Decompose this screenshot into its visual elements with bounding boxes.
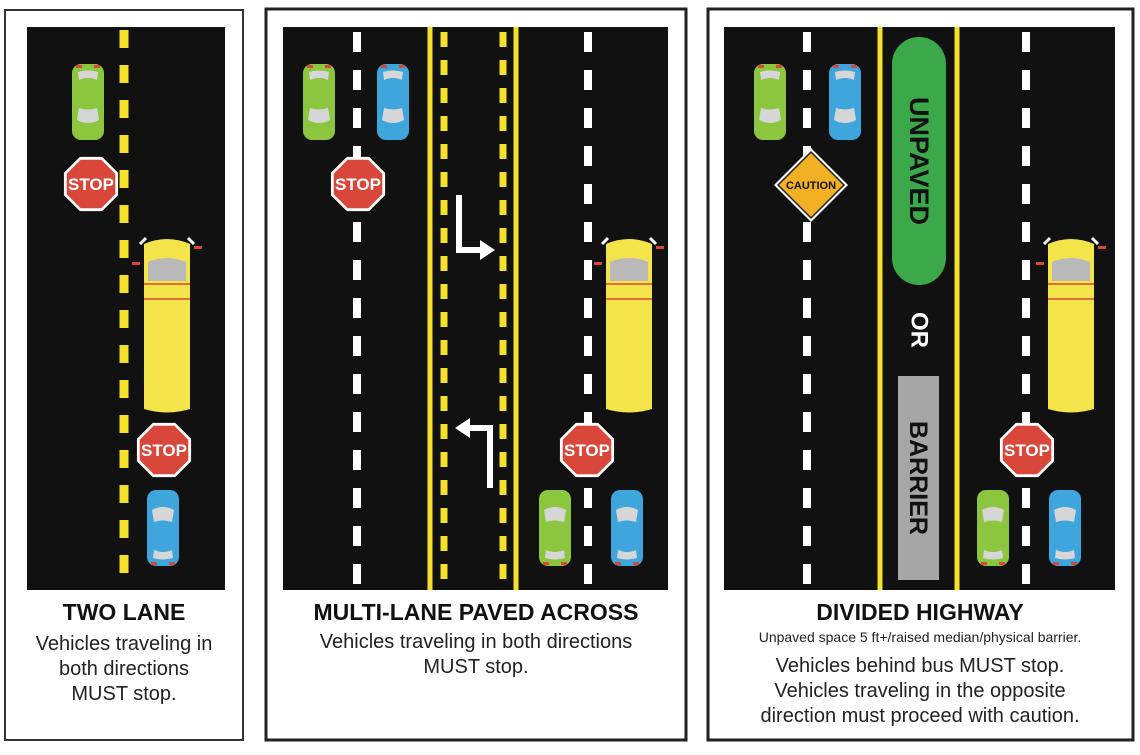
description-line: Vehicles traveling in both directions xyxy=(320,631,632,653)
panel-title: MULTI-LANE PAVED ACROSS xyxy=(314,599,639,625)
panel-title: TWO LANE xyxy=(63,599,186,625)
description-line: MUST stop. xyxy=(71,683,176,705)
caution-sign: CAUTION xyxy=(774,148,848,222)
svg-text:STOP: STOP xyxy=(335,175,381,194)
svg-text:BARRIER: BARRIER xyxy=(904,421,932,535)
green-car xyxy=(539,490,571,566)
svg-text:CAUTION: CAUTION xyxy=(786,180,836,192)
green-car xyxy=(72,64,104,140)
blue-car xyxy=(829,64,861,140)
svg-text:UNPAVED: UNPAVED xyxy=(904,97,934,225)
description-line: Vehicles traveling in the opposite xyxy=(774,680,1065,702)
panel-subtitle: Unpaved space 5 ft+/raised median/physic… xyxy=(759,629,1082,645)
description-line: MUST stop. xyxy=(423,656,528,678)
panel-multi-lane: STOP STOP MULTI-LANE PAVED ACROSS Vehicl… xyxy=(264,7,688,742)
svg-text:STOP: STOP xyxy=(68,175,114,194)
blue-car xyxy=(1049,490,1081,566)
stop-sign: STOP xyxy=(559,422,615,478)
left-turn-lane-arrow xyxy=(455,418,493,488)
unpaved-median: UNPAVED xyxy=(892,37,946,285)
green-car xyxy=(977,490,1009,566)
svg-text:STOP: STOP xyxy=(141,441,187,460)
left-turn-lane-arrow xyxy=(456,195,495,260)
svg-text:STOP: STOP xyxy=(564,441,610,460)
blue-car xyxy=(611,490,643,566)
physical-barrier: BARRIER xyxy=(898,376,939,580)
description-line: both directions xyxy=(59,658,189,680)
description-line: direction must proceed with caution. xyxy=(760,705,1079,727)
green-car xyxy=(303,64,335,140)
panel-divided-highway: UNPAVED OR BARRIER CAUTION STOP DIVIDED … xyxy=(706,7,1135,742)
stop-sign: STOP xyxy=(63,156,119,212)
blue-car xyxy=(377,64,409,140)
blue-car xyxy=(147,490,179,566)
panel-two-lane: STOP STOP TWO LANE Vehicles traveling in… xyxy=(4,9,244,741)
description-line: Vehicles behind bus MUST stop. xyxy=(776,655,1065,677)
stop-sign: STOP xyxy=(330,156,386,212)
stop-sign: STOP xyxy=(136,422,192,478)
svg-text:STOP: STOP xyxy=(1004,441,1050,460)
panel-title: DIVIDED HIGHWAY xyxy=(816,599,1023,625)
road xyxy=(283,27,668,590)
stop-sign: STOP xyxy=(999,422,1055,478)
green-car xyxy=(754,64,786,140)
or-label: OR xyxy=(906,312,933,348)
description-line: Vehicles traveling in xyxy=(36,633,213,655)
